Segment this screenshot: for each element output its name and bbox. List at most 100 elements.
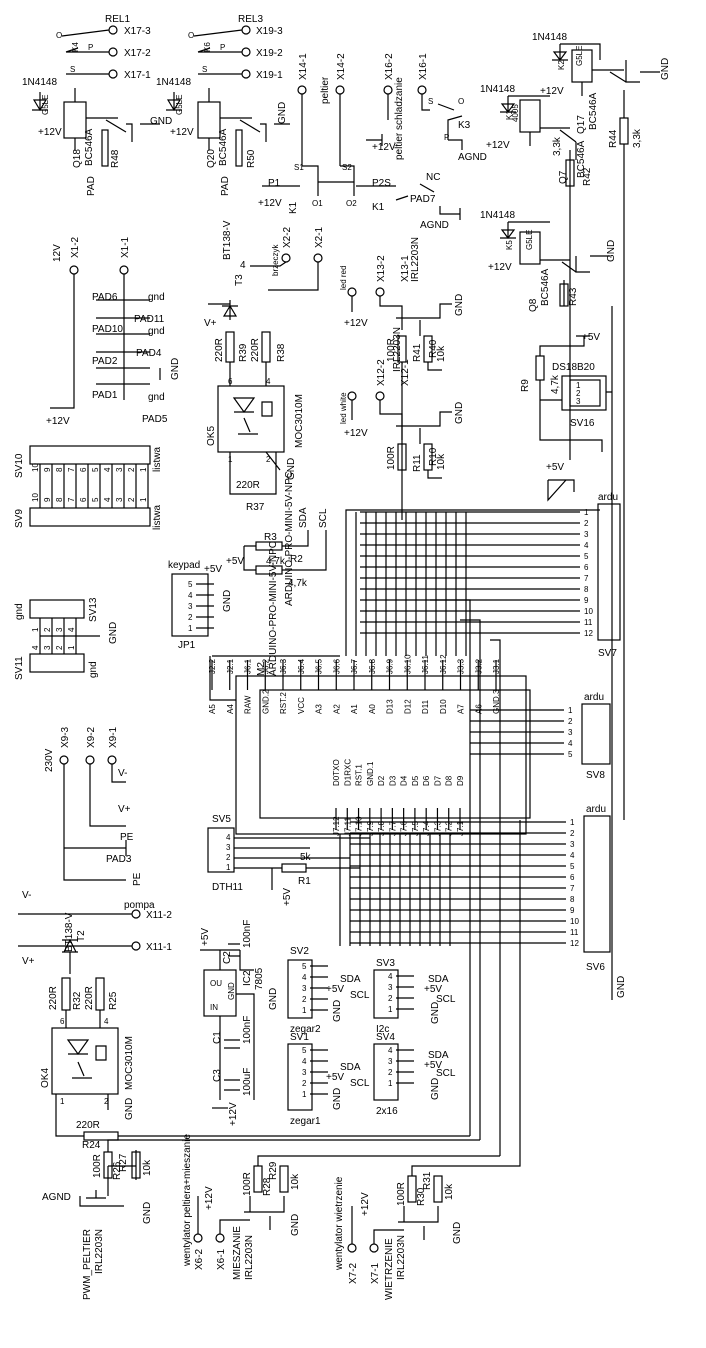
relay-rel3-block: REL3 X19-3 X19-2 X19-1 O P S K6 1N4148 G… — [156, 14, 290, 196]
x17-2-label: X17-2 — [124, 48, 151, 59]
pwm-r27 — [131, 1151, 141, 1179]
rel3-o: O — [188, 31, 194, 40]
x16-2-label: X16-2 — [384, 53, 395, 80]
sv7-pin-3: 3 — [584, 530, 589, 539]
regulator-block: +5V C2 100nF OU IN GND IC2 7805 C1 100nF… — [200, 920, 265, 1126]
ds18b20-sv16-label: SV16 — [570, 418, 595, 429]
relay-k2-block: 1N4148 K2 G5LE +12V GND BC546A Q17 R44 3… — [532, 32, 671, 148]
bus-wires — [339, 512, 501, 1156]
pwm-r27-label: R27 — [118, 1153, 129, 1172]
sv6-pin-11: 11 — [570, 928, 579, 937]
buzzer-block: X2-2 X2-1 brzeczyk 4 BT138-V T3 V+ 220R … — [204, 220, 325, 513]
sv10-pin-5: 5 — [91, 467, 100, 472]
sv9-label: SV9 — [14, 509, 25, 528]
x12-1-terminal — [375, 391, 385, 401]
sv10-header — [29, 445, 151, 465]
pompa-r25 — [95, 977, 105, 1011]
led-white-mosfet: IRL2203N — [392, 327, 403, 372]
sv3-pin-2: 2 — [388, 994, 393, 1003]
ok5-p4: 4 — [266, 377, 271, 386]
led-white-12v: +12V — [344, 428, 368, 439]
rel1-coil-label: G5LE — [41, 95, 50, 115]
ds18b20-block: +5V R9 4,7k DS18B20 1 2 3 SV16 — [520, 332, 612, 452]
k1-q7: Q7 — [558, 170, 569, 184]
x7-2-terminal — [347, 1243, 357, 1253]
sv9-pin-9: 9 — [43, 497, 52, 502]
k2-coil-label: G5LE — [575, 46, 584, 66]
mieszanie-r28-value: 100R — [242, 1172, 253, 1196]
gnd-label-3: gnd — [148, 392, 165, 403]
reg-c3-value: 100uF — [242, 1068, 253, 1096]
rel3-r50 — [235, 129, 243, 167]
ok5-optocoupler — [217, 385, 285, 453]
rel1-gnd: GND — [150, 116, 172, 127]
wietrzenie-block: wentylator wietrzenie X7-2 X7-1 +12V WIE… — [334, 820, 521, 1300]
sv9-pin-4: 4 — [103, 497, 112, 502]
mieszanie-r28 — [253, 1165, 263, 1193]
sv13-pin-4: 4 — [67, 627, 76, 632]
sv9-listwa: listwa — [152, 505, 163, 530]
arduino-bottom-label-5: D3 — [388, 775, 397, 786]
led-red-r40-label: R40 — [428, 339, 439, 358]
peltier-12v-left: +12V — [258, 198, 282, 209]
k5-q8: Q8 — [528, 298, 539, 312]
pompa-vplus: V+ — [22, 956, 35, 967]
keypad-pin-3: 3 — [188, 602, 193, 611]
wietrzenie-r31-label: R31 — [422, 1171, 433, 1190]
rel1-coil — [63, 101, 87, 139]
buzzer-label: brzeczyk — [271, 243, 280, 276]
pompa-r32-label: R32 — [72, 991, 83, 1010]
pwm-r27-value: 10k — [142, 1159, 153, 1176]
sv4-gnd: GND — [430, 1078, 441, 1100]
sv4-pin-1: 1 — [388, 1079, 393, 1088]
k5-coil-label: G5LE — [525, 230, 534, 250]
pullup-r2-value: 4,7k — [288, 578, 308, 589]
x14-1-terminal — [297, 85, 307, 95]
sv2-gnd2: GND — [332, 1000, 343, 1022]
k2-r44-value: 3,3k — [632, 128, 643, 148]
mieszanie-wentylator: wentylator peltiera+mieszanie — [182, 1134, 193, 1267]
sv7-ardu: ardu — [598, 492, 618, 503]
x2-2-terminal — [281, 253, 291, 263]
sv4-header — [373, 1043, 399, 1101]
keypad-jp1-label: JP1 — [178, 640, 196, 651]
mains-vminus: V- — [118, 768, 127, 779]
relay-rel1-block: REL1 X17-3 X17-2 X17-1 O P S K4 1N4148 G… — [22, 14, 172, 196]
pompa-r32-value: 220R — [48, 986, 59, 1010]
right-bus-wires — [569, 144, 625, 1000]
peltier-block: X14-1 X14-2 peltier X16-2 X16-1 peltier … — [258, 53, 430, 214]
sv11-label: SV11 — [14, 656, 25, 680]
wietrzenie-r30-value: 100R — [396, 1182, 407, 1206]
sv10-pin-6: 6 — [79, 467, 88, 472]
k2-qtype: BC546A — [588, 92, 599, 130]
x1-1-terminal — [119, 265, 129, 275]
sv1-scl: SCL — [350, 1078, 370, 1089]
led-white-r10-value: 100R — [386, 446, 397, 470]
x14-2-label: X14-2 — [336, 53, 347, 80]
pompa-bt138: BT138-V — [64, 912, 75, 952]
wietrzenie-12v: +12V — [360, 1192, 371, 1216]
k1-pins: 4005 — [511, 104, 520, 122]
sv1-zegar1: zegar1 — [290, 1116, 321, 1127]
mieszanie-mosfet: IRL2203N — [244, 1235, 255, 1280]
x12-1-label: X12-1 — [400, 359, 411, 386]
sv6-header — [583, 815, 611, 953]
pad7-block: NC PAD7 AGND — [395, 172, 461, 231]
arduino-name: ARDUINO-PRO-MINI-5V-NPC — [268, 541, 279, 676]
sv3-scl: SCL — [436, 994, 456, 1005]
arduino-top-label-9: A0 — [368, 704, 377, 714]
arduino-bottom-label-1: D1RXC — [343, 759, 352, 786]
pullup-r3-label: R3 — [264, 532, 277, 543]
sv3-gnd: GND — [430, 1002, 441, 1024]
sv5-pin-4: 4 — [226, 833, 231, 842]
sv6-pin-12: 12 — [570, 939, 579, 948]
rel1-pad: PAD — [86, 176, 97, 196]
arduino-top-label-3: GND.2 — [261, 689, 270, 714]
pullup-sda: SDA — [298, 507, 309, 528]
